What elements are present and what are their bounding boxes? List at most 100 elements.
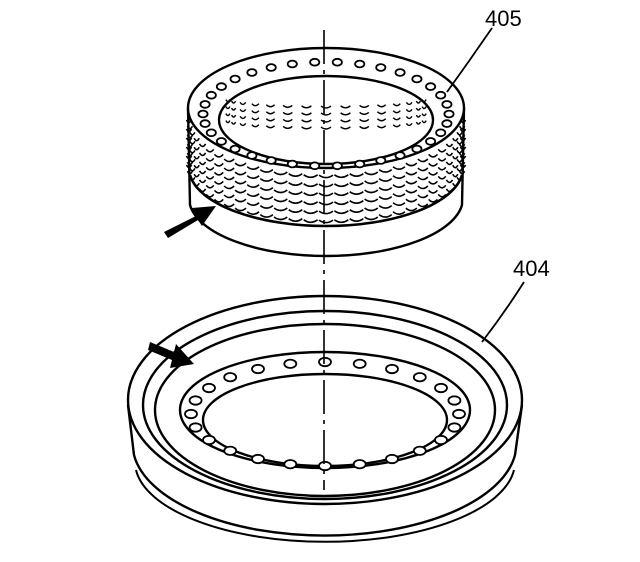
piston-hole [352, 358, 367, 369]
piston-rim-inner-1 [141, 309, 509, 501]
spring-coil [223, 203, 235, 208]
spring-coil [198, 161, 207, 166]
retainer-hole [265, 63, 277, 72]
spring-coil [445, 152, 454, 157]
retainer-hole-pattern [197, 57, 455, 171]
retainer-hole [331, 57, 343, 67]
spring-coil [205, 175, 215, 180]
retainer-hole [411, 74, 423, 84]
spring-coil [364, 180, 379, 185]
spring-coil [259, 177, 274, 182]
spring-coil [301, 105, 312, 109]
spring-coil [318, 192, 334, 197]
spring-coil [301, 119, 312, 123]
spring-coil [301, 112, 312, 116]
spring-coil [303, 192, 319, 197]
spring-coil [246, 193, 260, 197]
spring-coil [265, 125, 276, 129]
spring-coil [428, 162, 439, 167]
spring-coil [198, 170, 207, 175]
leader-line-404 [481, 281, 525, 343]
spring-coil [288, 218, 303, 222]
piston-hole [447, 422, 462, 433]
spring-coil [392, 193, 406, 197]
spring-coil [223, 167, 235, 172]
spring-coil [193, 164, 200, 169]
retainer-hole [441, 100, 453, 109]
spring-coil [288, 191, 303, 195]
spring-coil [273, 180, 288, 185]
spring-coil [340, 112, 351, 116]
piston-hole [452, 408, 466, 420]
spring-coil [428, 180, 439, 185]
piston-groove [135, 469, 515, 543]
spring-coil [186, 134, 194, 139]
retainer-hole [394, 68, 406, 77]
ring-lower-edge [188, 174, 464, 228]
spring-coil [239, 101, 247, 106]
spring-coil [333, 210, 349, 215]
spring-coil [458, 152, 466, 157]
spring-coil [303, 174, 319, 179]
spring-coil [417, 203, 429, 208]
spring-coil [251, 117, 260, 121]
spring-coil [288, 173, 303, 177]
spring-coil [193, 146, 200, 151]
spring-coil [458, 143, 466, 148]
spring-coil [301, 126, 312, 130]
spring-coil [234, 198, 247, 203]
retainer-hole [375, 63, 387, 72]
retainer-hole [331, 161, 343, 171]
retainer-hole [411, 144, 423, 154]
spring-coil [405, 162, 418, 167]
spring-coil [193, 155, 200, 160]
spring-coil [349, 218, 364, 222]
spring-coil [193, 137, 200, 142]
spring-coil [405, 198, 418, 203]
piston-hole [184, 408, 198, 420]
spring-coil [405, 207, 418, 212]
spring-coil [230, 121, 237, 125]
spring-coil [437, 184, 447, 189]
spring-coil [452, 173, 459, 178]
arrow-icon [164, 206, 216, 238]
spring-coil [273, 189, 288, 194]
retainer-hole [229, 74, 241, 84]
spring-coil [213, 153, 224, 158]
spring-coil [456, 158, 463, 163]
arrow-to-piston-holes [148, 342, 194, 368]
spring-coil [452, 164, 459, 169]
spring-coil [364, 198, 379, 203]
spring-coil [456, 167, 463, 172]
spring-coil [320, 119, 332, 123]
spring-coil [318, 210, 334, 215]
spring-coil [428, 171, 439, 176]
spring-coil [392, 175, 406, 179]
spring-coil [223, 158, 235, 163]
spring-coil [421, 106, 427, 110]
spring-coil [376, 111, 387, 115]
spring-coil [282, 111, 293, 116]
spring-coil [452, 137, 459, 142]
retainer-hole [265, 156, 277, 165]
spring-coil [223, 176, 235, 181]
spring-coil [340, 119, 351, 123]
spring-coil [392, 117, 401, 121]
spring-coil [234, 162, 247, 167]
leader-line-405 [446, 27, 493, 93]
spring-coil [459, 164, 467, 169]
spring-coil [185, 128, 193, 133]
retainer-hole [246, 151, 258, 160]
spring-coil [234, 180, 247, 185]
spring-coil [213, 189, 224, 194]
spring-coil [223, 185, 235, 190]
retainer-hole [425, 82, 437, 91]
spring-coil [205, 166, 215, 171]
spring-coil [415, 100, 422, 104]
spring-coil [364, 171, 379, 176]
spring-coil [230, 100, 237, 104]
spring-coil [251, 124, 260, 128]
piston-hole [188, 395, 203, 406]
spring-coil [189, 167, 196, 172]
spring-coil [392, 110, 401, 114]
